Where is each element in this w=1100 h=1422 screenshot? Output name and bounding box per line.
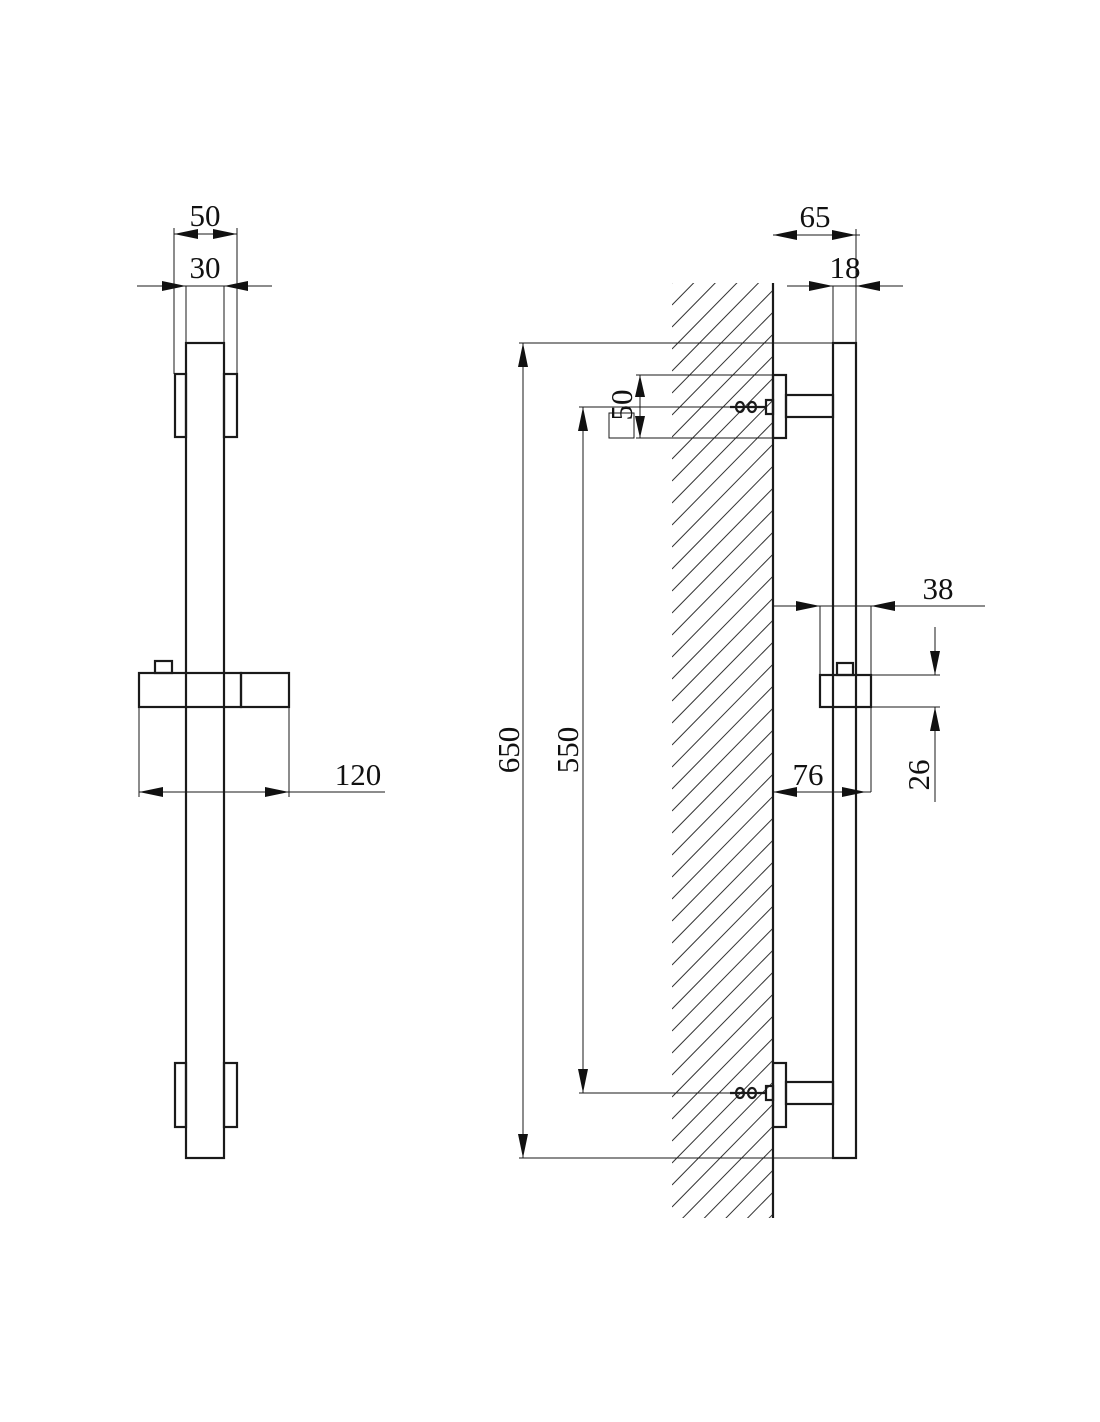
hatch-line — [672, 283, 673, 284]
front-view: 50 30 120 — [137, 198, 385, 1160]
dimension-38: 38 — [773, 571, 985, 792]
top-bracket-left — [173, 372, 188, 439]
hatch-line — [672, 553, 773, 658]
hatch-line — [672, 773, 773, 878]
hatch-line — [672, 289, 773, 394]
hatch-line — [672, 1081, 773, 1186]
hatch-line — [672, 751, 773, 856]
slider-body — [137, 671, 243, 709]
hatch-line — [746, 1191, 773, 1218]
hatch-line — [682, 1125, 773, 1218]
hatch-line — [672, 283, 695, 306]
square-section-icon — [608, 412, 635, 439]
dimension-50: 50 — [173, 198, 238, 374]
hatch-line — [672, 795, 773, 900]
hatch-line — [672, 421, 773, 526]
rail-bar — [184, 341, 226, 1160]
hatch-line — [672, 509, 773, 614]
hatch-line — [672, 443, 773, 548]
rail-bar-side — [831, 341, 858, 1160]
dimension-650: 650 — [491, 342, 833, 1159]
dim-label-total-depth: 65 — [800, 199, 831, 234]
hatch-line — [672, 905, 773, 1010]
hatch-line — [672, 465, 773, 570]
slider-knob-side — [835, 661, 855, 677]
dimension-120: 120 — [138, 707, 385, 797]
hatch-line — [672, 707, 773, 812]
slider-holder — [239, 671, 291, 709]
wall-hatching — [672, 283, 773, 1218]
slider-knob — [153, 659, 174, 675]
dim-label-bar-width: 30 — [190, 250, 221, 285]
dim-label-slider-height: 26 — [901, 760, 936, 791]
dimension-76: 76 — [773, 757, 871, 797]
screw-icon — [730, 1084, 775, 1102]
hatch-line — [672, 531, 773, 636]
hatch-line — [672, 641, 773, 746]
dimension-18: 18 — [787, 250, 903, 343]
hatch-line — [672, 927, 773, 1032]
hatch-line — [672, 575, 773, 680]
dim-label-mount-spacing: 550 — [550, 727, 585, 774]
hatch-line — [672, 597, 773, 702]
bottom-bracket-left — [173, 1061, 188, 1129]
hatch-line — [672, 619, 773, 724]
dim-label-bar-depth: 18 — [830, 250, 861, 285]
hatch-line — [703, 1147, 773, 1218]
hatch-line — [672, 487, 773, 592]
hatch-line — [672, 283, 716, 328]
hatch-line — [672, 283, 738, 350]
hatch-line — [672, 663, 773, 768]
dimension-550: 550 — [550, 406, 730, 1094]
hatch-line — [672, 839, 773, 944]
dimension-65: 65 — [773, 199, 860, 343]
hatch-line — [672, 949, 773, 1054]
hatch-line — [672, 311, 773, 416]
dimension-26: 26 — [871, 627, 940, 802]
hatch-line — [672, 283, 760, 372]
hatch-line — [672, 971, 773, 1076]
hatch-line — [725, 1169, 773, 1218]
hatch-line — [672, 685, 773, 790]
top-bracket-right — [222, 372, 239, 439]
hatch-line — [768, 1213, 773, 1218]
dimension-bracket-50: 50 — [604, 374, 786, 439]
hatch-line — [672, 729, 773, 834]
side-view: 65 18 50 650 — [491, 199, 985, 1218]
hatch-line — [672, 1103, 773, 1208]
dim-label-slider-depth: 76 — [793, 757, 824, 792]
hatch-line — [672, 333, 773, 438]
hatch-line — [672, 861, 773, 966]
hatch-line — [672, 1015, 773, 1120]
dimension-30: 30 — [137, 250, 272, 343]
dim-label-slider-offset: 38 — [923, 571, 954, 606]
slider-side — [818, 673, 873, 709]
hatch-line — [672, 1037, 773, 1142]
hatch-line — [672, 355, 773, 460]
hatch-line — [672, 883, 773, 988]
bottom-bracket-right — [222, 1061, 239, 1129]
dim-label-total-height: 650 — [491, 727, 526, 774]
hatch-line — [672, 993, 773, 1098]
dim-label-bracket-size: 50 — [604, 390, 639, 421]
hatch-line — [672, 817, 773, 922]
screw-icon — [730, 398, 775, 416]
hatch-line — [672, 399, 773, 504]
dim-label-bracket-width: 50 — [190, 198, 221, 233]
dim-label-slider-width: 120 — [335, 757, 382, 792]
hatch-line — [672, 1059, 773, 1164]
bottom-mount — [730, 1061, 835, 1129]
hatch-line — [672, 377, 773, 482]
